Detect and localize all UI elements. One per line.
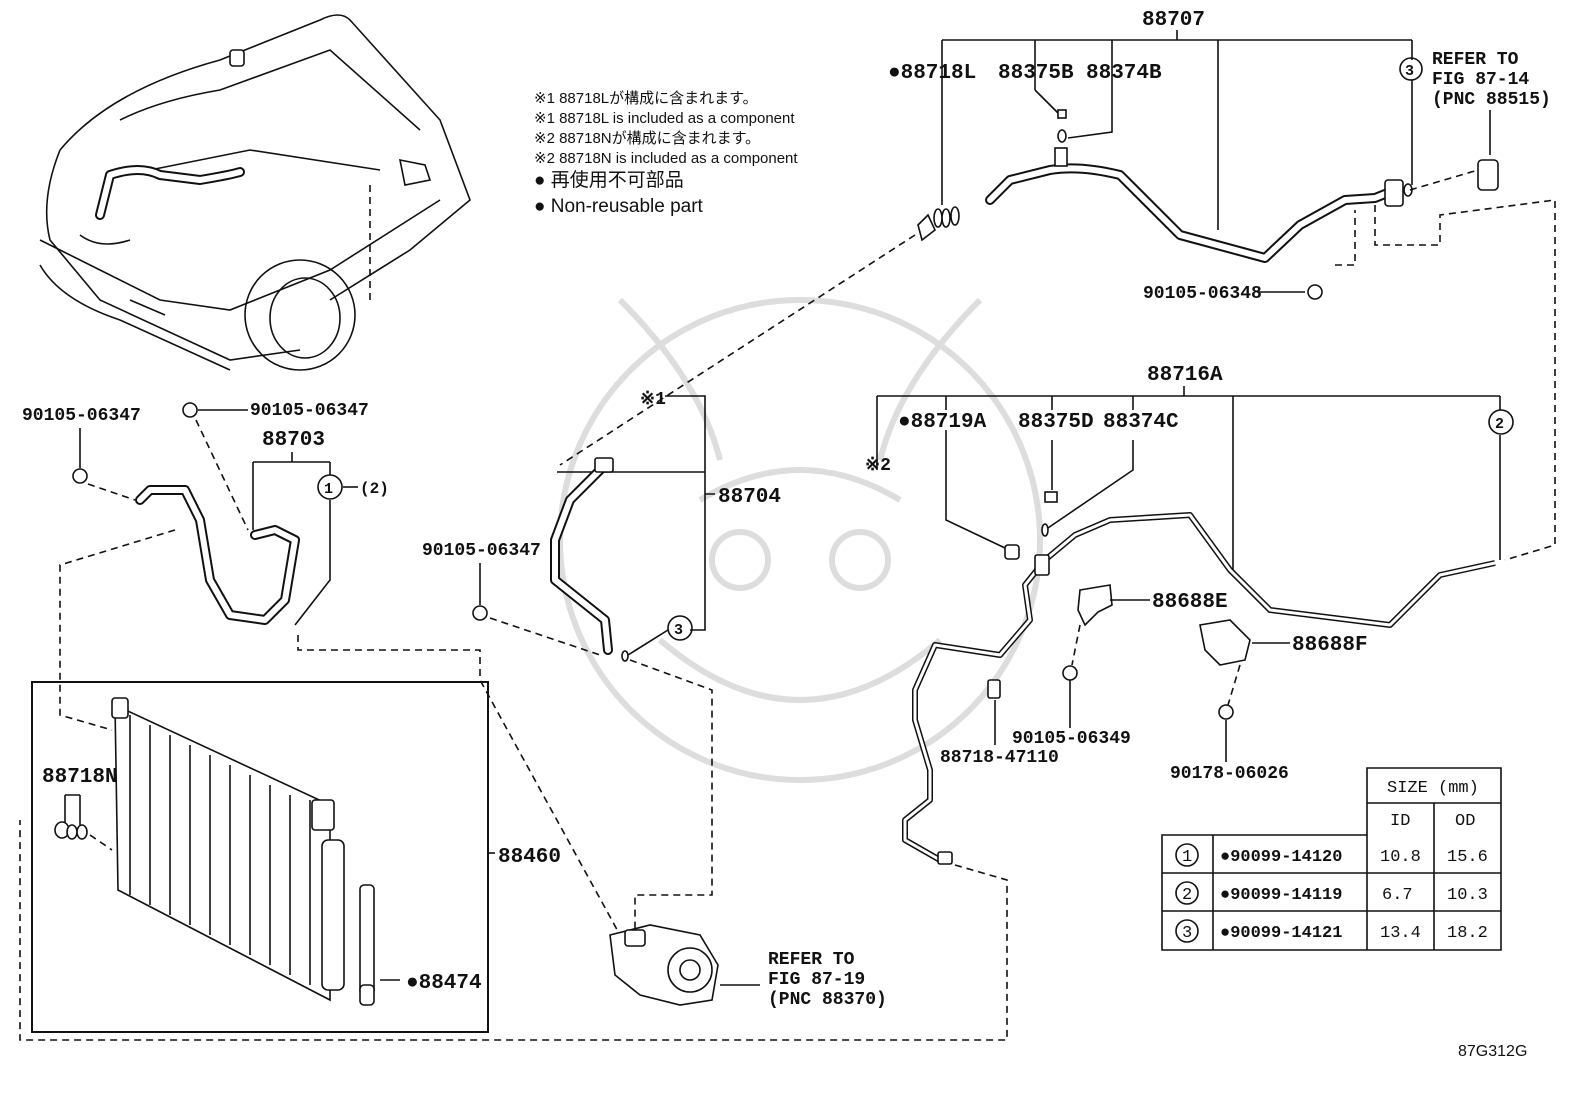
row-part: ●90099-14119: [1220, 886, 1342, 905]
size-table-col-id: ID: [1390, 812, 1410, 831]
label-88703: 88703: [262, 429, 325, 452]
circle-1-text: 1: [324, 481, 333, 498]
oring-88374B-icon: [1057, 129, 1067, 143]
label-88688E: 88688E: [1152, 591, 1228, 614]
label-90105-06347-top: 90105-06347: [250, 401, 369, 421]
label-90105-06349: 90105-06349: [1012, 729, 1131, 749]
table-row: 1 ●90099-14120 10.8 15.6: [1175, 843, 1488, 867]
refer-a-line3: (PNC 88515): [1432, 90, 1551, 110]
circle-3-text: 3: [1405, 63, 1414, 80]
mark-2: ※2: [865, 456, 891, 476]
vehicle-illustration: [39, 14, 471, 371]
label-90105-06347-left: 90105-06347: [22, 406, 141, 426]
figure-code: 87G312G: [1458, 1043, 1527, 1060]
label-88718-47110: 88718-47110: [940, 748, 1059, 768]
label-90178-06026: 90178-06026: [1170, 764, 1289, 784]
watermark-emblem: [557, 297, 1043, 783]
label-88704: 88704: [718, 486, 781, 509]
ref-2: (2): [360, 480, 389, 498]
row-id: 10.8: [1380, 848, 1421, 867]
circle-3b-text: 3: [674, 622, 683, 639]
circle-2-text: 2: [1495, 416, 1504, 433]
service-valve-icon: [1054, 147, 1068, 167]
notes-block: ※1 88718Lが構成に含まれます。 ※1 88718L is include…: [534, 90, 798, 217]
row-part: ●90099-14120: [1220, 848, 1342, 867]
note-line-5: ● 再使用不可部品: [534, 169, 684, 191]
table-row: 2 ●90099-14119 6.7 10.3: [1175, 881, 1488, 905]
row-no: 1: [1182, 848, 1192, 867]
oring-88374C-icon: [1041, 523, 1049, 537]
row-no: 3: [1182, 924, 1192, 943]
circle-2-icon: [1488, 409, 1514, 435]
note-line-3: ※2 88718Nが構成に含まれます。: [534, 130, 760, 147]
cap-88375D-icon: [1044, 491, 1058, 503]
note-line-2: ※1 88718L is included as a component: [534, 110, 795, 127]
compressor: REFER TO FIG 87-19 (PNC 88370): [609, 924, 887, 1010]
circle-3-icon: [1399, 57, 1423, 81]
size-table: SIZE (mm) ID OD 1 ●90099-14120 10.8 15.6…: [1161, 767, 1502, 951]
circle-3b-icon: [667, 615, 693, 641]
label-88375B: 88375B: [998, 62, 1074, 85]
label-88375D: 88375D: [1018, 411, 1094, 434]
condenser-88460: 88718N 88460 ●88474: [31, 681, 561, 1033]
size-table-col-od: OD: [1455, 812, 1475, 831]
refer-a-line1: REFER TO: [1432, 50, 1519, 70]
label-88718L: ●88718L: [888, 62, 976, 85]
label-88374C: 88374C: [1103, 411, 1179, 434]
label-88719A: ●88719A: [898, 411, 987, 434]
assembly-88707: 88707 ●88718L 88375B 88374B 3 REFER TO F…: [559, 9, 1556, 561]
note-line-4: ※2 88718N is included as a component: [534, 150, 798, 167]
label-88688F: 88688F: [1292, 634, 1368, 657]
row-part: ●90099-14121: [1220, 924, 1342, 943]
row-id: 6.7: [1382, 886, 1413, 905]
row-od: 15.6: [1447, 848, 1488, 867]
size-table-title: SIZE (mm): [1387, 779, 1479, 798]
condenser-core-icon: [114, 703, 331, 1002]
refer-a-line2: FIG 87-14: [1432, 70, 1529, 90]
note-line-1: ※1 88718Lが構成に含まれます。: [534, 90, 758, 107]
table-row: 3 ●90099-14121 13.4 18.2: [1175, 919, 1488, 943]
label-88716A: 88716A: [1147, 364, 1223, 387]
assembly-88703: 90105-06347 90105-06347 88703 1 (2): [22, 401, 621, 936]
cap-88375B-icon: [1057, 109, 1067, 119]
mark-1: ※1: [640, 390, 666, 410]
note-line-6: ● Non-reusable part: [534, 196, 704, 217]
label-88707: 88707: [1142, 9, 1205, 32]
refer-b-line3: (PNC 88370): [768, 990, 887, 1010]
row-no: 2: [1182, 886, 1192, 905]
condenser-frame: [31, 681, 489, 1033]
row-id: 13.4: [1380, 924, 1421, 943]
assembly-88704: ※1 88704 3 90105-06347: [422, 390, 781, 930]
refer-b-line2: FIG 87-19: [768, 970, 865, 990]
row-od: 10.3: [1447, 886, 1488, 905]
connector-88515-icon: [1477, 159, 1499, 191]
bracket-88688F-icon: [1199, 619, 1251, 666]
label-88374B: 88374B: [1086, 62, 1162, 85]
bracket-88688E-icon: [1077, 584, 1113, 627]
row-od: 18.2: [1447, 924, 1488, 943]
refer-b-line1: REFER TO: [768, 950, 855, 970]
assembly-88716A: 88716A ●88719A 88375D 88374C ※2 2 88688E…: [19, 364, 1514, 1041]
circle-1-icon: [317, 474, 343, 500]
bolt-icon: [1307, 284, 1323, 300]
label-88460: 88460: [498, 846, 561, 869]
label-90105-06348: 90105-06348: [1143, 284, 1262, 304]
label-90105-06347-mid: 90105-06347: [422, 541, 541, 561]
label-88474: ●88474: [406, 972, 482, 995]
label-88718N: 88718N: [42, 766, 118, 789]
